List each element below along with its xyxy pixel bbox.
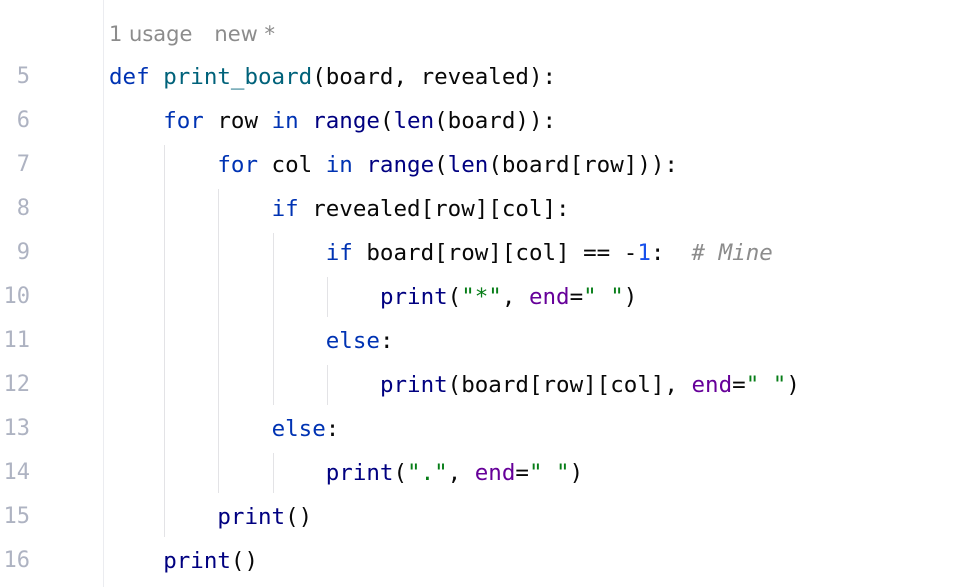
code-token: ,	[501, 284, 529, 310]
code-token: board[row][col] == -	[352, 240, 638, 266]
code-token: col	[258, 152, 326, 178]
code-token: if	[271, 196, 299, 222]
code-token: # Mine	[691, 240, 773, 266]
code-token: (	[434, 152, 448, 178]
code-token: for	[217, 152, 259, 178]
line-number: 12	[3, 372, 31, 397]
code-token	[353, 152, 367, 178]
code-token: ()	[230, 548, 259, 574]
code-token: =	[732, 372, 746, 398]
code-token: print	[325, 460, 394, 486]
code-line[interactable]: print()	[109, 539, 258, 583]
inlay-hint[interactable]: 1 usage new *	[109, 14, 275, 54]
code-line[interactable]: if revealed[row][col]:	[109, 187, 570, 231]
author-status-hint[interactable]: new *	[214, 22, 275, 46]
code-token: :	[379, 328, 394, 354]
code-token: (board, revealed):	[312, 64, 557, 90]
code-token: " "	[745, 372, 787, 398]
code-token: (board[row])):	[488, 152, 678, 178]
code-token: range	[366, 152, 435, 178]
code-token: " "	[528, 460, 570, 486]
code-token: row	[203, 108, 272, 134]
line-number: 16	[3, 548, 31, 573]
code-token: )	[786, 372, 800, 398]
code-line[interactable]: for col in range(len(board[row])):	[109, 143, 678, 187]
code-token: print	[217, 504, 286, 530]
code-token: revealed[row][col]:	[298, 196, 570, 222]
code-token: in	[325, 152, 353, 178]
code-token: "."	[407, 460, 448, 486]
code-line[interactable]: else:	[109, 407, 340, 451]
code-token: ()	[285, 504, 313, 530]
code-token: end	[691, 372, 733, 398]
code-token: )	[569, 460, 584, 486]
indent-guide	[326, 365, 328, 405]
code-line[interactable]: for row in range(len(board)):	[109, 99, 556, 143]
code-token	[299, 108, 313, 134]
line-number: 5	[16, 64, 30, 89]
line-number: 13	[3, 416, 31, 441]
code-line[interactable]: print(board[row][col], end=" ")	[109, 363, 800, 407]
indent-guide	[164, 145, 166, 537]
code-token: in	[271, 108, 299, 134]
code-token: for	[163, 108, 204, 134]
code-token: print	[379, 372, 448, 398]
indent-guide	[272, 233, 274, 405]
code-line[interactable]: def print_board(board, revealed):	[109, 55, 556, 99]
line-number: 7	[16, 152, 30, 177]
line-number-gutter[interactable]: 5 6 7 8 9 10 11 12 13 14 15 16	[0, 0, 104, 587]
code-line[interactable]: print("*", end=" ")	[109, 275, 637, 319]
code-line[interactable]: print()	[109, 495, 312, 539]
indent-guide	[272, 453, 274, 493]
code-token: print	[379, 284, 448, 310]
code-token: :	[650, 240, 692, 266]
code-line[interactable]: print(".", end=" ")	[109, 451, 583, 495]
code-token: if	[325, 240, 353, 266]
line-number: 8	[16, 196, 30, 221]
code-token: (	[447, 284, 462, 310]
code-token: len	[447, 152, 489, 178]
usages-hint[interactable]: 1 usage	[109, 22, 193, 46]
code-token: "*"	[461, 284, 502, 310]
line-number: 9	[16, 240, 30, 265]
code-token: print_board	[163, 64, 313, 90]
code-token: (board)):	[434, 108, 557, 134]
indent-guide	[218, 189, 220, 493]
code-token: :	[325, 416, 340, 442]
code-token: ,	[447, 460, 475, 486]
line-number: 14	[3, 460, 31, 485]
line-number: 11	[3, 328, 31, 353]
code-token: (board[row][col],	[447, 372, 692, 398]
line-number: 6	[16, 108, 30, 133]
code-token: 1	[637, 240, 651, 266]
code-token: print	[163, 548, 231, 574]
code-token: def	[109, 64, 150, 90]
code-token: =	[569, 284, 584, 310]
line-number: 10	[3, 284, 31, 309]
line-number: 15	[3, 504, 31, 529]
code-line[interactable]: if board[row][col] == -1: # Mine	[109, 231, 773, 275]
code-token: end	[528, 284, 570, 310]
code-token: end	[474, 460, 516, 486]
code-token: else	[325, 328, 380, 354]
code-token: range	[312, 108, 380, 134]
indent-guide	[326, 277, 328, 317]
code-token: " "	[583, 284, 624, 310]
code-token	[150, 64, 164, 90]
code-token: =	[515, 460, 529, 486]
code-line[interactable]: else:	[109, 319, 394, 363]
code-token: len	[393, 108, 435, 134]
code-token: (	[393, 460, 408, 486]
code-token: )	[623, 284, 638, 310]
code-token: (	[379, 108, 394, 134]
code-token: else	[271, 416, 326, 442]
